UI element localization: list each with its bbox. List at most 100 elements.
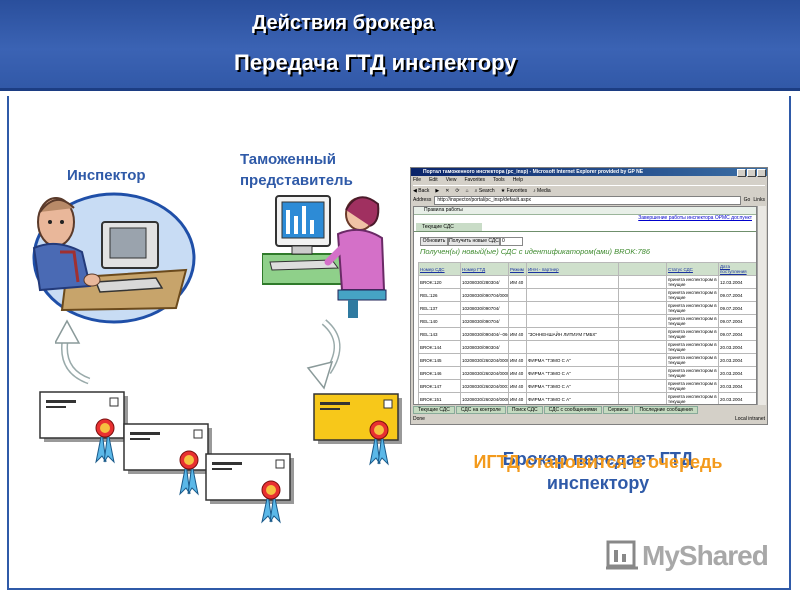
- table-cell: 20.03.2004: [718, 366, 756, 380]
- table-cell: принята инспектором в текущие: [666, 275, 719, 289]
- table-cell: принята инспектором в текущие: [666, 288, 719, 302]
- refresh-icon[interactable]: ⟳: [455, 188, 460, 194]
- finish-work-link[interactable]: Завершение работы инспектора ОРМС дог.пу…: [638, 215, 752, 221]
- representative-illustration: [262, 195, 387, 318]
- content-frame: [7, 96, 791, 590]
- table-cell: 09.07.2004: [718, 327, 756, 341]
- table-cell: принята инспектором в текущие: [666, 340, 719, 354]
- tab-bottom-control[interactable]: СДС на контроле: [455, 406, 506, 414]
- address-input[interactable]: http://inspector/portal/pc_insp/default.…: [434, 195, 741, 205]
- table-cell: [526, 288, 619, 302]
- get-new-sds-button[interactable]: Получить новые СДС: [448, 237, 500, 246]
- close-icon[interactable]: [757, 169, 766, 177]
- menu-item-view[interactable]: View: [445, 177, 457, 183]
- table-cell: 10208030/090704/: [460, 314, 509, 328]
- menu-item-help[interactable]: Help: [512, 177, 523, 183]
- maximize-icon[interactable]: [747, 169, 756, 177]
- table-cell: ИМ 40: [508, 366, 527, 380]
- table-cell: BROK:145: [418, 353, 461, 367]
- count-input[interactable]: 0: [500, 237, 523, 246]
- caption-queue: ИГТД становится в очередь: [473, 452, 723, 472]
- table-cell: 10208030/260204/0000148: [460, 392, 509, 404]
- logo-icon: [606, 540, 638, 570]
- table-cell: 09.07.2004: [718, 301, 756, 315]
- table-cell: REL:126: [418, 288, 461, 302]
- go-button[interactable]: Go: [743, 197, 751, 203]
- table-cell: [508, 340, 527, 354]
- links-label[interactable]: Links: [753, 197, 765, 203]
- status-left: Done: [413, 416, 425, 422]
- browser-title-bar: Портал таможенного инспектора (pc_insp) …: [411, 168, 767, 176]
- table-cell: 10208030/090704/0000000: [460, 288, 509, 302]
- gtd-document-icon: [313, 393, 402, 466]
- table-cell: [618, 366, 667, 380]
- address-label: Address: [413, 197, 432, 203]
- table-cell: ФИРМА "ТЭМО С А": [526, 366, 619, 380]
- table-cell: ИМ 40: [508, 327, 527, 341]
- column-header[interactable]: Статус СДС: [666, 262, 719, 276]
- column-header[interactable]: Номер ГТД: [460, 262, 509, 276]
- table-cell: [618, 301, 667, 315]
- forward-icon[interactable]: ▶: [435, 188, 440, 194]
- tab-bottom-services[interactable]: Сервисы: [602, 406, 634, 414]
- table-cell: [618, 379, 667, 393]
- table-cell: принята инспектором в текущие: [666, 379, 719, 393]
- status-bar: Done Local intranet: [413, 416, 765, 423]
- tab-bottom-last-messages[interactable]: Последние сообщения: [634, 406, 698, 414]
- search-button[interactable]: ⌕ Search: [474, 188, 495, 194]
- table-cell: ФИРМА "ТЭМО С А": [526, 392, 619, 404]
- document-icon: [39, 391, 128, 464]
- page-subtitle: Передача ГТД инспектору: [234, 50, 517, 75]
- table-cell: BROK:120: [418, 275, 461, 289]
- column-header[interactable]: Режим: [508, 262, 527, 276]
- menu-item-edit[interactable]: Edit: [429, 177, 438, 183]
- sds-table: Номер СДС Номер ГТД Режим ИНН - партнер …: [418, 262, 756, 404]
- menu-item-tools[interactable]: Tools: [493, 177, 505, 183]
- home-icon[interactable]: ⌂: [465, 188, 469, 194]
- table-cell: REL:143: [418, 327, 461, 341]
- table-cell: [508, 301, 527, 315]
- favorites-button[interactable]: ★ Favorites: [500, 188, 528, 194]
- inspector-illustration: [32, 192, 196, 324]
- column-header[interactable]: Дата поступления: [718, 262, 756, 276]
- refresh-button[interactable]: Обновить: [420, 237, 448, 246]
- menu-item-favorites[interactable]: Favorites: [464, 177, 485, 183]
- inspector-label: Инспектор: [67, 167, 146, 184]
- tab-current-sds[interactable]: Текущие СДС: [416, 223, 482, 231]
- table-cell: [526, 275, 619, 289]
- media-button[interactable]: ♪ Media: [533, 188, 551, 194]
- representative-label-line1: Таможенный: [240, 151, 336, 168]
- table-cell: ИМ 40: [508, 392, 527, 404]
- tab-bottom-search[interactable]: Поиск СДС: [506, 406, 543, 414]
- table-cell: [618, 275, 667, 289]
- column-header[interactable]: Номер СДС: [418, 262, 461, 276]
- vertical-scrollbar[interactable]: [757, 206, 766, 405]
- column-header[interactable]: ИНН - партнер: [526, 262, 619, 276]
- rules-link[interactable]: Правила работы: [414, 207, 756, 215]
- table-cell: [618, 288, 667, 302]
- minimize-icon[interactable]: [737, 169, 746, 177]
- table-cell: BROK:151: [418, 392, 461, 404]
- table-cell: 10208030/260204/0000145: [460, 353, 509, 367]
- divider: [414, 231, 756, 232]
- tab-bottom-current[interactable]: Текущие СДС: [413, 406, 455, 414]
- stop-icon[interactable]: ✕: [445, 188, 450, 194]
- back-button[interactable]: ◀ Back: [413, 188, 430, 194]
- browser-menu-bar: File Edit View Favorites Tools Help: [413, 177, 523, 184]
- logo-text: MyShared: [642, 540, 769, 571]
- tab-bottom-messages[interactable]: СДС с сообщениями: [543, 406, 602, 414]
- table-cell: ИМ 40: [508, 275, 527, 289]
- menu-item-file[interactable]: File: [413, 177, 422, 183]
- caption-broker-line1: Брокер передает ГТД: [502, 449, 694, 469]
- page-title: Действия брокера: [252, 12, 434, 34]
